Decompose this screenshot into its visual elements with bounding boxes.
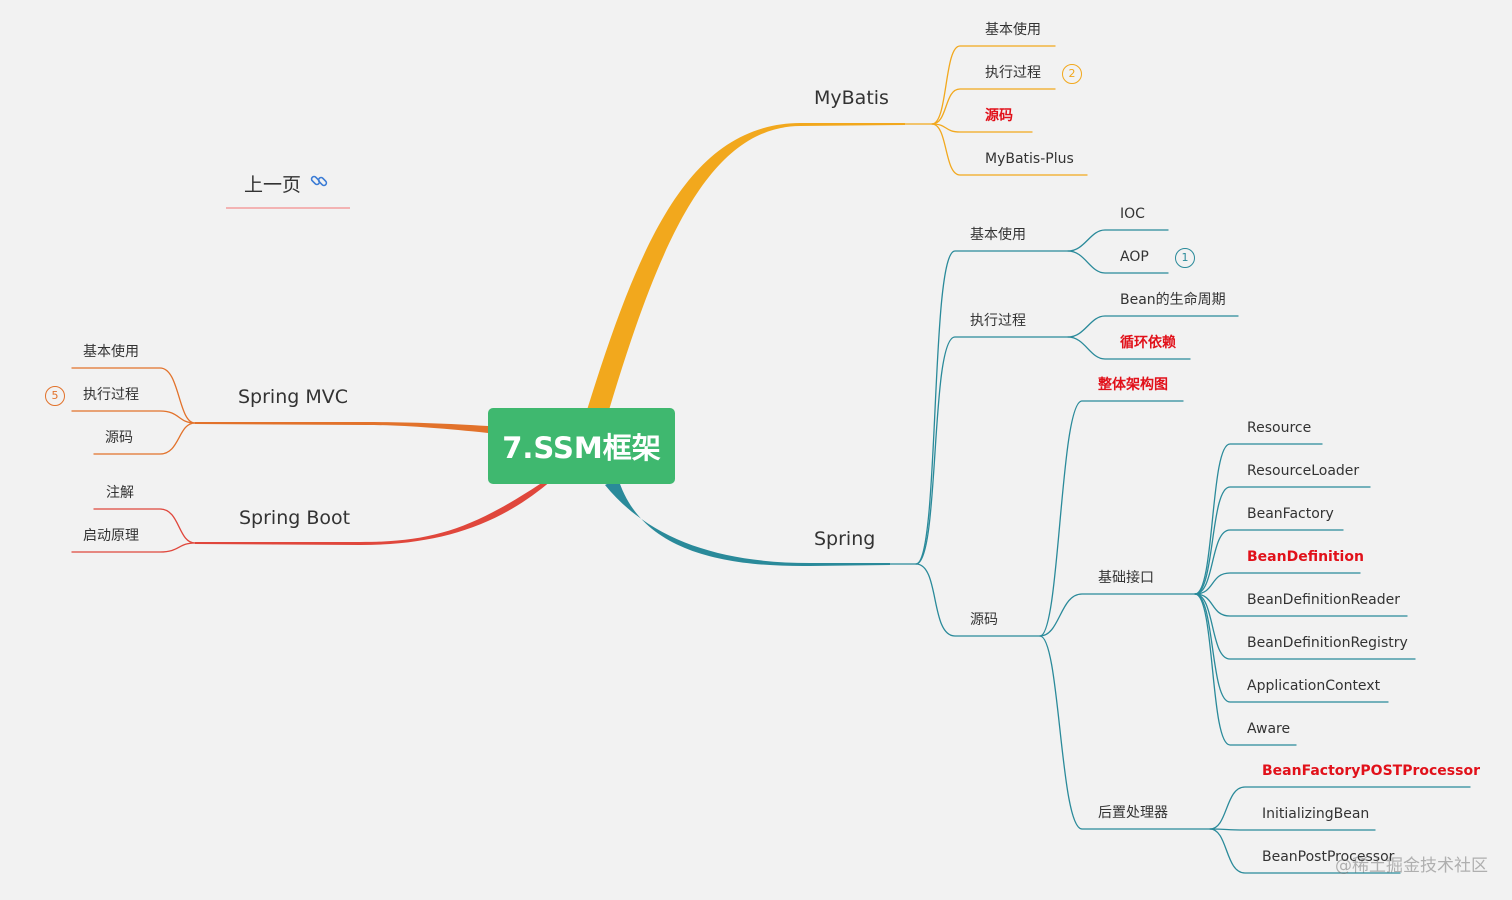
prev-page-link[interactable]: 上一页 (244, 170, 329, 197)
node-architecture[interactable]: 整体架构图 (1098, 377, 1168, 393)
node-bean-lifecycle[interactable]: Bean的生命周期 (1120, 292, 1226, 308)
node-aop[interactable]: AOP (1120, 249, 1149, 265)
node-initializing-bean[interactable]: InitializingBean (1262, 806, 1370, 822)
spring-edges (889, 229, 1471, 874)
node-ioc[interactable]: IOC (1120, 206, 1145, 222)
node-spring-boot[interactable]: Spring Boot (239, 507, 351, 529)
node-bean-factory-post-processor[interactable]: BeanFactoryPOSTProcessor (1262, 763, 1480, 779)
node-base-interfaces[interactable]: 基础接口 (1098, 570, 1154, 586)
node-bean-post-processor[interactable]: BeanPostProcessor (1262, 849, 1395, 865)
node-bean-factory[interactable]: BeanFactory (1247, 506, 1334, 522)
badge-aop[interactable]: 1 (1175, 248, 1195, 268)
node-spring[interactable]: Spring (814, 528, 876, 550)
node-mybatis-source[interactable]: 源码 (985, 108, 1013, 124)
branch-boot (195, 480, 552, 545)
node-mybatis-basic[interactable]: 基本使用 (985, 22, 1041, 38)
node-application-context[interactable]: ApplicationContext (1247, 678, 1381, 694)
node-boot-annotations[interactable]: 注解 (106, 485, 134, 501)
node-mvc-source[interactable]: 源码 (105, 430, 133, 446)
watermark: @稀土掘金技术社区 (1335, 856, 1488, 876)
boot-edges (71, 508, 196, 553)
node-spring-basic[interactable]: 基本使用 (970, 227, 1026, 243)
node-mybatis-plus[interactable]: MyBatis-Plus (985, 151, 1074, 167)
node-mybatis-exec[interactable]: 执行过程 (985, 65, 1041, 81)
node-bean-definition-registry[interactable]: BeanDefinitionRegistry (1247, 635, 1408, 651)
node-mybatis[interactable]: MyBatis (814, 87, 889, 109)
prev-page-label: 上一页 (244, 174, 302, 196)
link-icon (309, 171, 329, 196)
node-aware[interactable]: Aware (1247, 721, 1291, 737)
branch-mybatis (587, 123, 905, 410)
branch-spring (605, 478, 890, 567)
node-bean-definition[interactable]: BeanDefinition (1247, 549, 1364, 565)
node-spring-exec[interactable]: 执行过程 (970, 313, 1026, 329)
node-mvc-basic[interactable]: 基本使用 (83, 344, 139, 360)
node-spring-mvc[interactable]: Spring MVC (238, 386, 349, 408)
mvc-edges (71, 367, 196, 455)
node-resource-loader[interactable]: ResourceLoader (1247, 463, 1360, 479)
node-boot-startup[interactable]: 启动原理 (83, 528, 139, 544)
badge-mvc-exec[interactable]: 5 (45, 386, 65, 406)
node-mvc-exec[interactable]: 执行过程 (83, 387, 139, 403)
prev-page-underline (226, 207, 350, 209)
root-node[interactable]: 7.SSM框架 (488, 408, 675, 484)
badge-mybatis-exec[interactable]: 2 (1062, 64, 1082, 84)
node-bean-definition-reader[interactable]: BeanDefinitionReader (1247, 592, 1401, 608)
node-post-processors[interactable]: 后置处理器 (1098, 805, 1168, 821)
node-circular-dependency[interactable]: 循环依赖 (1120, 335, 1176, 351)
mybatis-edges (904, 45, 1088, 176)
branch-mvc (195, 422, 488, 433)
node-resource[interactable]: Resource (1247, 420, 1312, 436)
node-spring-source[interactable]: 源码 (970, 612, 998, 628)
